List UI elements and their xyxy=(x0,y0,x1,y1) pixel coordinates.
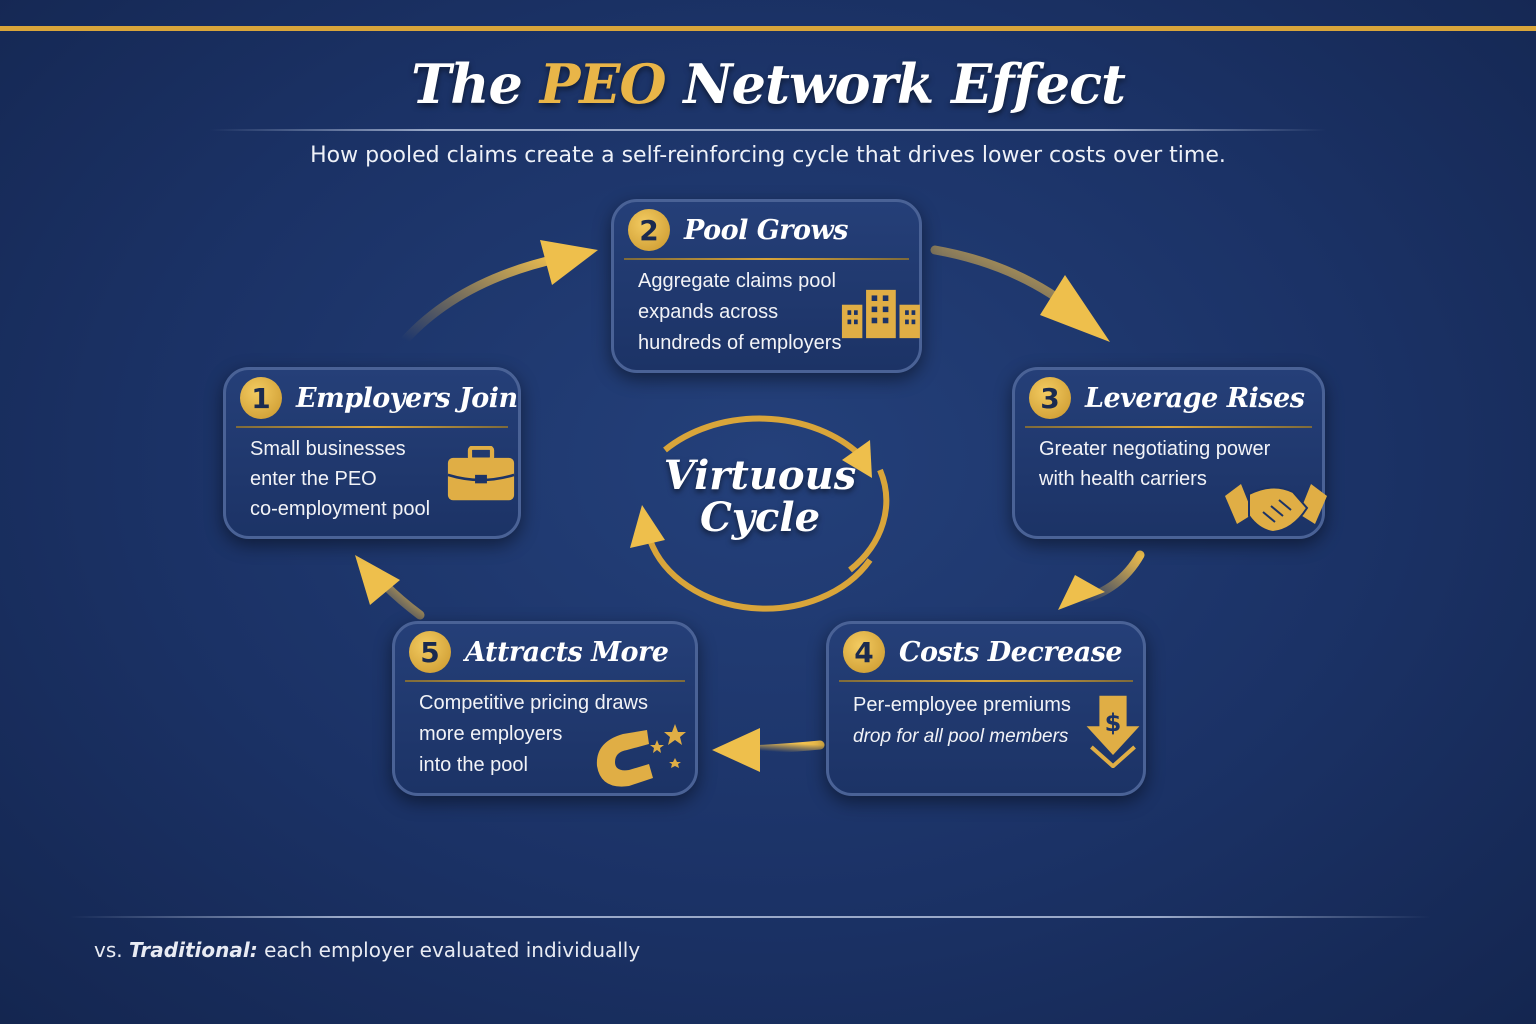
top-accent-bar xyxy=(0,26,1536,31)
subtitle: How pooled claims create a self-reinforc… xyxy=(310,143,1226,168)
step-number-badge: 3 xyxy=(1029,377,1071,419)
step-text: Small businesses xyxy=(250,438,406,460)
buildings-icon xyxy=(841,289,920,339)
briefcase-icon xyxy=(447,446,515,501)
step-text: drop for all pool members xyxy=(853,726,1069,747)
step-text: Per-employee premiums xyxy=(853,694,1071,716)
footer-divider xyxy=(70,916,1430,918)
step-text: Aggregate claims pool xyxy=(638,270,836,292)
arrow-1-to-2 xyxy=(400,253,565,345)
step-card-pool-grows: 2 Pool Grows Aggregate claims pool expand… xyxy=(611,199,922,373)
step-text: expands across xyxy=(638,301,779,323)
step-text: hundreds of employers xyxy=(638,332,842,354)
step-number-badge: 1 xyxy=(240,377,282,419)
step-text: Competitive pricing draws xyxy=(419,692,648,714)
step-text: enter the PEO xyxy=(250,468,377,490)
step-text: co-employment pool xyxy=(250,498,431,520)
step-title: Costs Decrease xyxy=(899,636,1123,668)
magnet-icon xyxy=(596,724,686,787)
arrow-4-to-5 xyxy=(745,740,825,755)
title-divider xyxy=(210,129,1326,131)
step-title: Pool Grows xyxy=(684,214,849,246)
page-title: The PEO Network Effect xyxy=(411,52,1126,116)
card-divider xyxy=(839,680,1133,682)
card-divider xyxy=(624,258,909,260)
step-title: Leverage Rises xyxy=(1085,382,1305,414)
step-title: Attracts More xyxy=(465,636,669,668)
center-cycle-ring xyxy=(647,415,890,612)
step-text: Greater negotiating power xyxy=(1039,438,1271,460)
handshake-icon xyxy=(1225,484,1327,534)
step-card-employers-join: 1 Employers Join Small businesses enter t… xyxy=(223,367,521,539)
svg-text:$: $ xyxy=(1105,709,1122,737)
step-card-costs-decrease: 4 Costs Decrease Per-employee premiums dr… xyxy=(826,621,1146,796)
footer-note: vs. Traditional: each employer evaluated… xyxy=(94,938,641,962)
arrow-5-to-1 xyxy=(380,580,425,620)
card-divider xyxy=(236,426,508,428)
dollar-down-icon: $ xyxy=(1086,695,1140,768)
step-number-badge: 4 xyxy=(843,631,885,673)
step-card-leverage-rises: 3 Leverage Rises Greater negotiating powe… xyxy=(1012,367,1327,539)
step-text: more employers xyxy=(419,723,563,745)
step-text: with health carriers xyxy=(1039,468,1207,490)
card-divider xyxy=(405,680,685,682)
step-card-attracts-more: 5 Attracts More Competitive pricing draws… xyxy=(392,621,698,796)
card-divider xyxy=(1025,426,1312,428)
step-text: into the pool xyxy=(419,754,528,776)
step-title: Employers Join xyxy=(296,382,518,414)
step-number-badge: 2 xyxy=(628,209,670,251)
step-number-badge: 5 xyxy=(409,631,451,673)
